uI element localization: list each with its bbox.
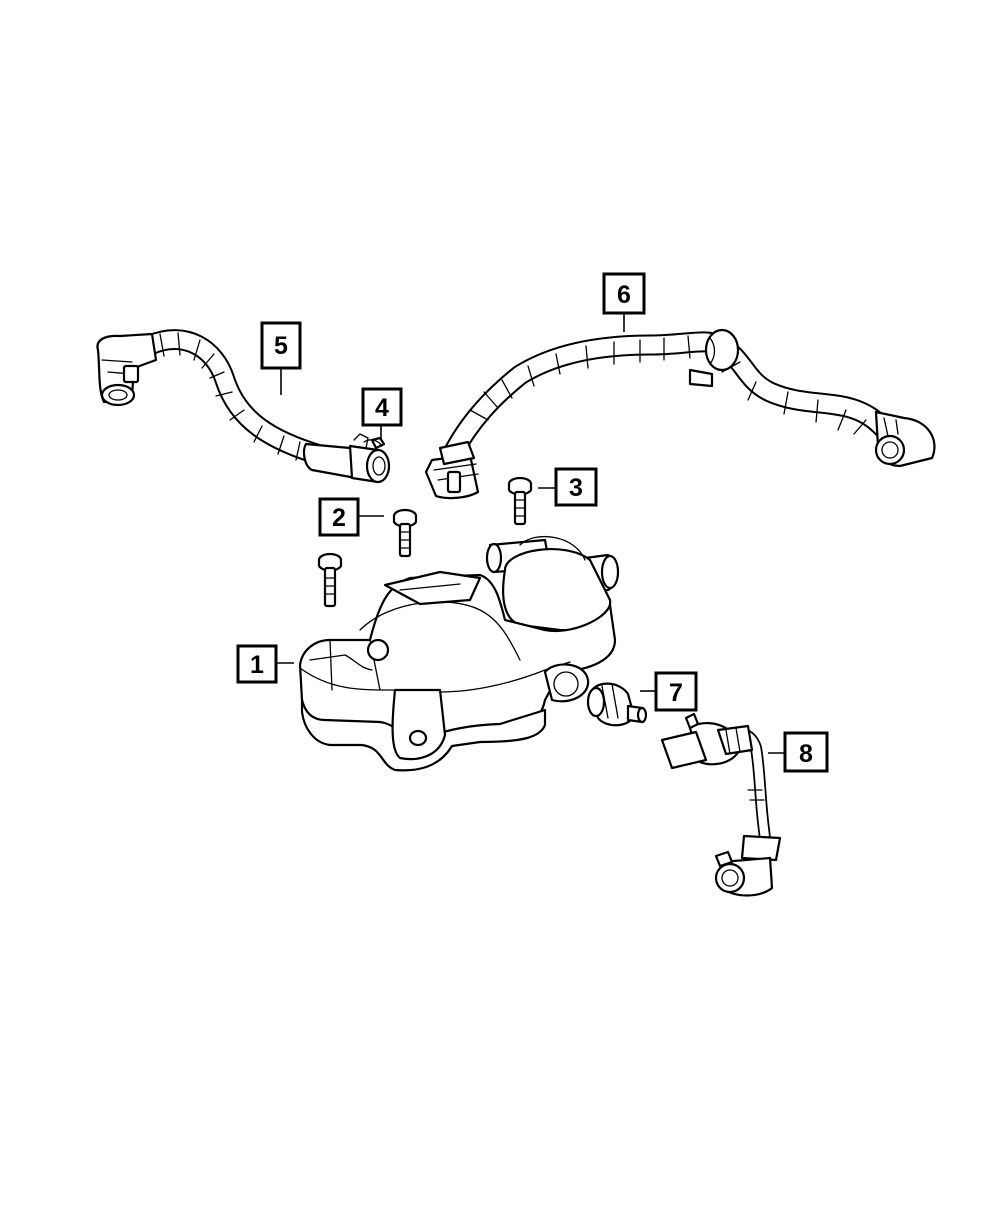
callout-3: 3 <box>554 467 598 507</box>
hose-part-8 <box>660 712 782 897</box>
callout-label-4: 4 <box>375 394 389 422</box>
callout-label-2: 2 <box>332 504 346 532</box>
callout-5: 5 <box>260 321 302 370</box>
callout-label-8: 8 <box>799 740 813 768</box>
callout-1: 1 <box>236 644 278 684</box>
bolt-part-2-lower <box>317 552 343 608</box>
reservoir-part-1 <box>298 535 620 772</box>
callout-2: 2 <box>318 497 360 537</box>
callout-4: 4 <box>361 387 403 427</box>
callout-label-6: 6 <box>617 281 631 309</box>
callout-label-5: 5 <box>274 332 288 360</box>
callout-8: 8 <box>783 731 829 773</box>
callout-label-7: 7 <box>669 679 683 707</box>
hose-part-5 <box>96 329 391 484</box>
callout-7: 7 <box>654 671 698 712</box>
bolt-part-3 <box>507 476 533 526</box>
leader-lines <box>276 313 785 754</box>
hose-part-6 <box>424 328 936 500</box>
bolt-part-2-upper <box>392 508 418 558</box>
valve-part-7 <box>586 682 648 727</box>
callout-6: 6 <box>602 272 646 315</box>
callout-label-3: 3 <box>569 474 583 502</box>
callout-label-1: 1 <box>250 651 264 679</box>
clamp-part-4 <box>363 436 386 450</box>
